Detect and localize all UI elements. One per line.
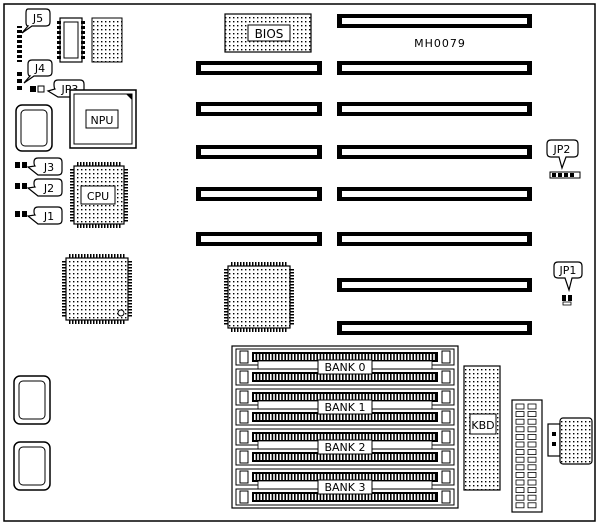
kbd-label: KBD [471,419,494,432]
j1-header [15,211,27,217]
memory-bank-area: BANK 0 BANK 1 BANK 2 BANK 3 [231,345,459,509]
board-model: MH0079 [414,37,466,50]
expansion-slot [196,145,322,159]
simm-slot [235,488,455,506]
jp1-jumper [562,295,572,306]
j3-header [15,162,27,168]
simm-slot [235,428,455,450]
j2-label: J2 [43,182,54,195]
j5-header [16,26,23,62]
simm-slot [235,368,455,386]
j4-header [17,72,22,90]
j5-label: J5 [32,12,43,25]
jp1-label: JP1 [559,264,577,277]
expansion-slot [196,232,322,246]
bios-label: BIOS [255,27,284,41]
expansion-slot [337,187,532,201]
expansion-slot [337,14,532,28]
expansion-slot [196,61,322,75]
expansion-slot [337,278,532,292]
expansion-slot [196,102,322,116]
dip-socket-chip [57,17,85,63]
j1-label: J1 [43,210,54,223]
npu-label: NPU [91,114,114,127]
j3-callout: J3 [26,157,63,176]
memory-bank-label: BANK 3 [324,481,365,494]
j3-label: J3 [43,161,54,174]
keyboard-connector [547,417,593,465]
expansion-slot [337,61,532,75]
keyboard-bios-chip: KBD [463,365,501,491]
jp2-label: JP2 [553,143,571,156]
jp2-callout: JP2 [546,139,579,170]
jp3-jumper [30,85,45,93]
memory-bank-label: BANK 0 [324,361,365,374]
memory-bank-label: BANK 1 [324,401,365,414]
chipset-left [62,254,132,324]
simm-slot [235,408,455,426]
expansion-slot [337,145,532,159]
expansion-slot [337,321,532,335]
expansion-slot [196,187,322,201]
cpu-chip: CPU [70,162,128,228]
dotted-crystal-block [91,17,123,63]
j4-label: J4 [34,62,45,75]
j1-callout: J1 [26,206,63,225]
expansion-slot [337,232,532,246]
cpu-label: CPU [87,190,109,203]
j5-callout: J5 [21,8,51,34]
memory-bank-label: BANK 2 [324,441,365,454]
bios-chip: BIOS [224,13,312,53]
expansion-slot [337,102,532,116]
jp2-jumper [549,171,581,179]
expansion-slots [196,14,532,335]
j2-header [15,183,27,189]
jp1-callout: JP1 [553,261,583,293]
j2-callout: J2 [26,178,63,197]
npu-socket: NPU [69,89,137,149]
chipset-center [224,262,294,332]
resistor-strip [511,399,543,513]
j4-callout: J4 [23,59,53,84]
